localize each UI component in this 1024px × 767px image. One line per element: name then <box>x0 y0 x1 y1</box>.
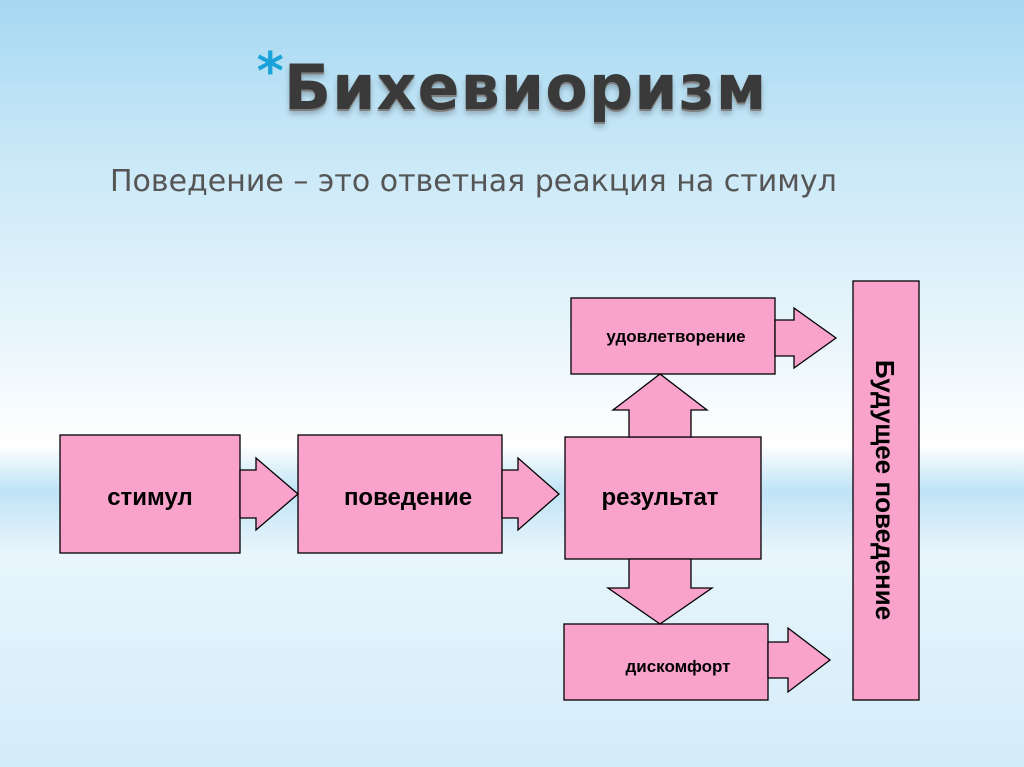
arrow-result-up <box>611 373 709 438</box>
stimulus-label: стимул <box>107 484 193 511</box>
arrow-satisfaction-future <box>774 306 838 370</box>
discomfort-box <box>563 623 769 701</box>
discomfort-label: дискомфорт <box>625 657 730 676</box>
title-text: Бихевиоризм <box>283 51 768 124</box>
future-behavior-label: Будущее поведение <box>870 360 900 620</box>
title-star-icon: * <box>256 42 284 102</box>
arrow-behavior-result <box>501 456 560 532</box>
satisfaction-label: удовлетворение <box>606 327 745 346</box>
slide-title: *Бихевиоризм <box>0 42 1024 124</box>
behavior-box <box>297 434 503 554</box>
subtitle: Поведение – это ответная реакция на стим… <box>110 164 837 199</box>
arrow-stimulus-behavior <box>239 456 299 532</box>
arrow-result-down <box>605 558 715 625</box>
result-label: результат <box>601 484 718 511</box>
arrow-discomfort-future <box>767 626 832 694</box>
satisfaction-box <box>570 297 776 375</box>
behavior-label: поведение <box>344 484 472 511</box>
future-behavior-box <box>852 280 920 701</box>
